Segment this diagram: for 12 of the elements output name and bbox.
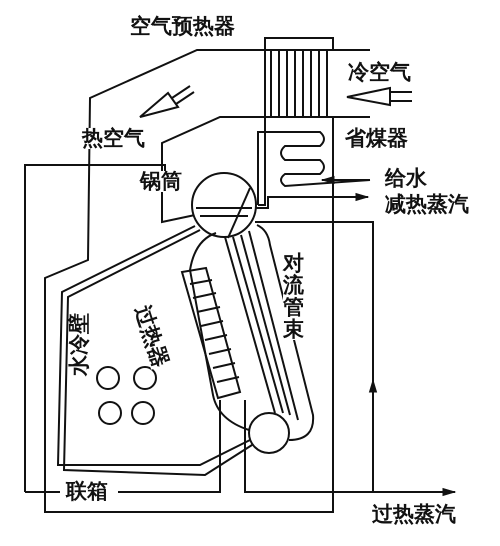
part-label: 热空气 <box>82 128 145 149</box>
part-label: 过热器 <box>132 303 172 370</box>
part-label: 对流管束 <box>283 252 305 340</box>
part-label: 空气预热器 <box>130 16 235 37</box>
part-label: 过热蒸汽 <box>372 504 456 525</box>
part-label: 减热蒸汽 <box>385 194 469 215</box>
part-label: 省煤器 <box>345 128 408 149</box>
part-label: 冷空气 <box>348 62 411 83</box>
part-label: 锅筒 <box>140 171 182 192</box>
part-label: 水冷壁 <box>69 313 90 376</box>
part-label: 联箱 <box>66 481 108 502</box>
part-label: 给水 <box>385 168 427 189</box>
